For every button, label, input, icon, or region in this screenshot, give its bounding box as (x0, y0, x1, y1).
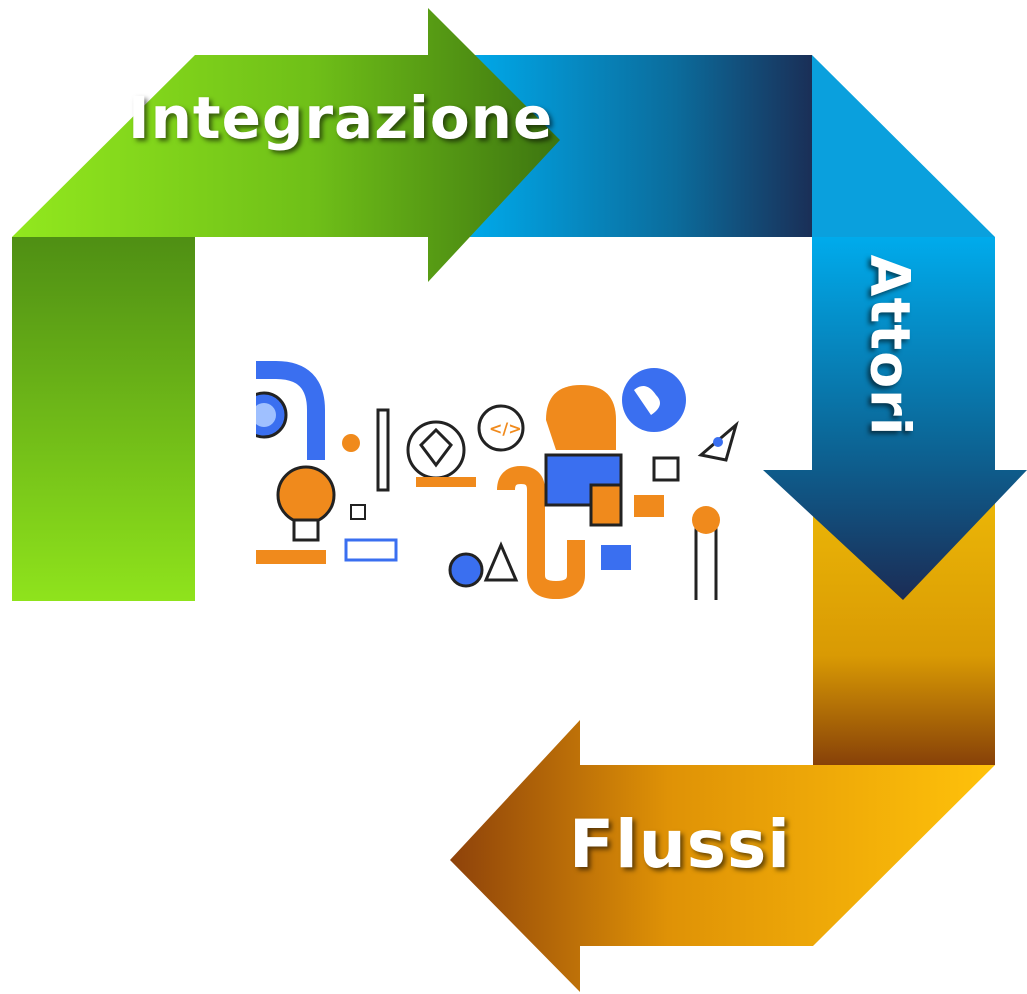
ruler-icon (256, 550, 326, 564)
flussi-arrow (450, 720, 995, 992)
flask-icon (448, 541, 519, 588)
pipe-shape (256, 361, 325, 460)
attori-label-box: Attori (780, 230, 1000, 460)
diamond-icon (406, 420, 466, 480)
integrazione-stem (12, 237, 195, 601)
head-icon (546, 385, 616, 450)
technology-illustration: </> (256, 360, 742, 600)
code-gear-icon (477, 404, 525, 452)
attori-corner (812, 55, 995, 237)
lightbulb-icon (276, 465, 336, 542)
attori-label: Attori (858, 254, 922, 436)
attori-arrow (763, 237, 1027, 600)
equals-bubble-icon (634, 495, 664, 517)
integrazione-label: Integrazione (128, 84, 554, 152)
orange-pencil-icon (416, 477, 476, 487)
checkbox-icon (350, 504, 366, 520)
square-icon (601, 545, 631, 570)
tube-shape (497, 465, 585, 600)
rocket-icon (697, 420, 739, 462)
play-bubble-icon (652, 456, 680, 482)
flussi-label: Flussi (569, 806, 791, 883)
monitor-icon (544, 453, 623, 527)
svg-text:</>: </> (489, 419, 522, 438)
keyboard-icon (344, 538, 398, 562)
pencil-icon (376, 408, 390, 492)
integrazione-arrow (12, 8, 560, 282)
gear-icon (342, 434, 360, 452)
attori-top-band (470, 55, 812, 237)
